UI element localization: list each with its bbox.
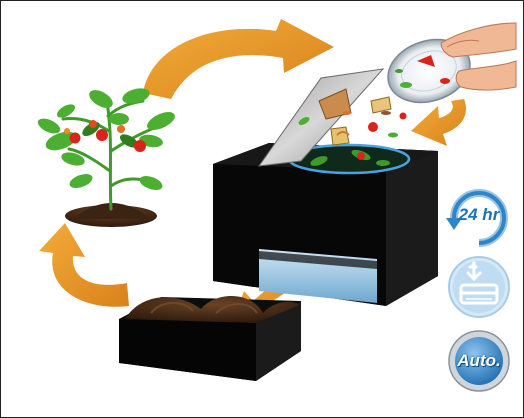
bin-opening [289, 145, 409, 173]
cycle-arrow-left [39, 223, 129, 307]
auto-button-icon [448, 330, 510, 392]
heat-badge [442, 255, 516, 319]
timer-badge: 24 hr [442, 184, 516, 248]
bin-lid [257, 68, 385, 167]
tomato-fruits [64, 120, 146, 152]
hands [440, 22, 517, 91]
cycle-arrow-right [411, 99, 467, 146]
tomato-plant [37, 88, 175, 227]
circular-arrow-icon [446, 189, 508, 247]
compost-bin [213, 143, 438, 306]
food-scraps [298, 88, 407, 160]
heated-tray-icon [448, 256, 510, 318]
auto-badge: Auto. [442, 329, 516, 393]
auto-label: Auto. [457, 351, 501, 370]
cycle-arrow-top [143, 19, 334, 99]
compost-tray [119, 295, 301, 381]
timer-label: 24 hr [458, 205, 500, 224]
